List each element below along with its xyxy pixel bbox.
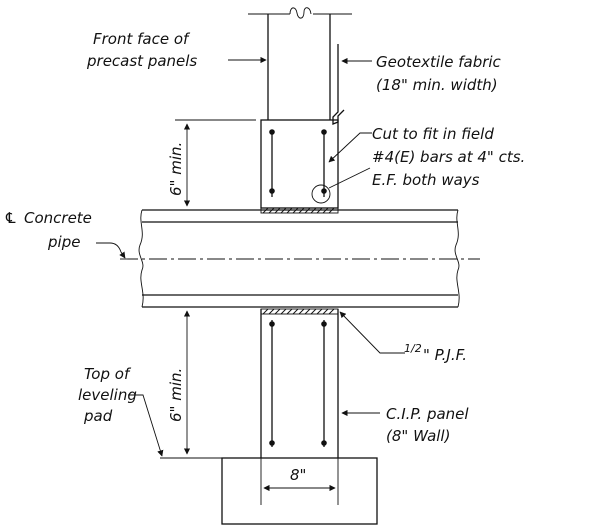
upper-cip-block [260, 119, 339, 214]
leader-lines [96, 56, 405, 457]
dimension-width [260, 458, 339, 505]
top-of-label: Top of [84, 365, 132, 383]
pjf-fraction: 1/2 [404, 342, 422, 355]
leveling-pad [221, 457, 378, 525]
front-face-label-1: Front face of [93, 30, 191, 48]
concrete-pipe [120, 209, 480, 308]
geotextile-fabric [332, 44, 345, 125]
lower-cip-panel [260, 308, 339, 458]
cip-panel-label-1: C.I.P. panel [386, 405, 469, 423]
leveling-label: leveling [78, 386, 137, 404]
pjf-label: " P.J.F. [423, 346, 467, 364]
dimension-lower [160, 310, 258, 459]
concrete-pipe-label-2: pipe [47, 233, 80, 251]
cut-label-2: #4(E) bars at 4" cts. [372, 148, 525, 166]
dimension-lower-label: 6" min. [167, 368, 185, 422]
cut-label-1: Cut to fit in field [372, 125, 494, 143]
cip-panel-label-2: (8" Wall) [386, 427, 450, 445]
width-dimension-label: 8" [290, 466, 306, 484]
precast-panel [248, 7, 352, 120]
dimension-upper-label: 6" min. [167, 142, 185, 196]
concrete-pipe-label-1: Concrete [24, 209, 92, 227]
geotextile-label-2: (18" min. width) [376, 76, 498, 94]
geotextile-label-1: Geotextile fabric [376, 53, 502, 71]
dimension-upper [175, 119, 256, 207]
centerline-symbol: ℄ [4, 209, 17, 227]
front-face-label-2: precast panels [86, 52, 197, 70]
pad-label: pad [83, 407, 113, 425]
cut-label-3: E.F. both ways [372, 171, 480, 189]
